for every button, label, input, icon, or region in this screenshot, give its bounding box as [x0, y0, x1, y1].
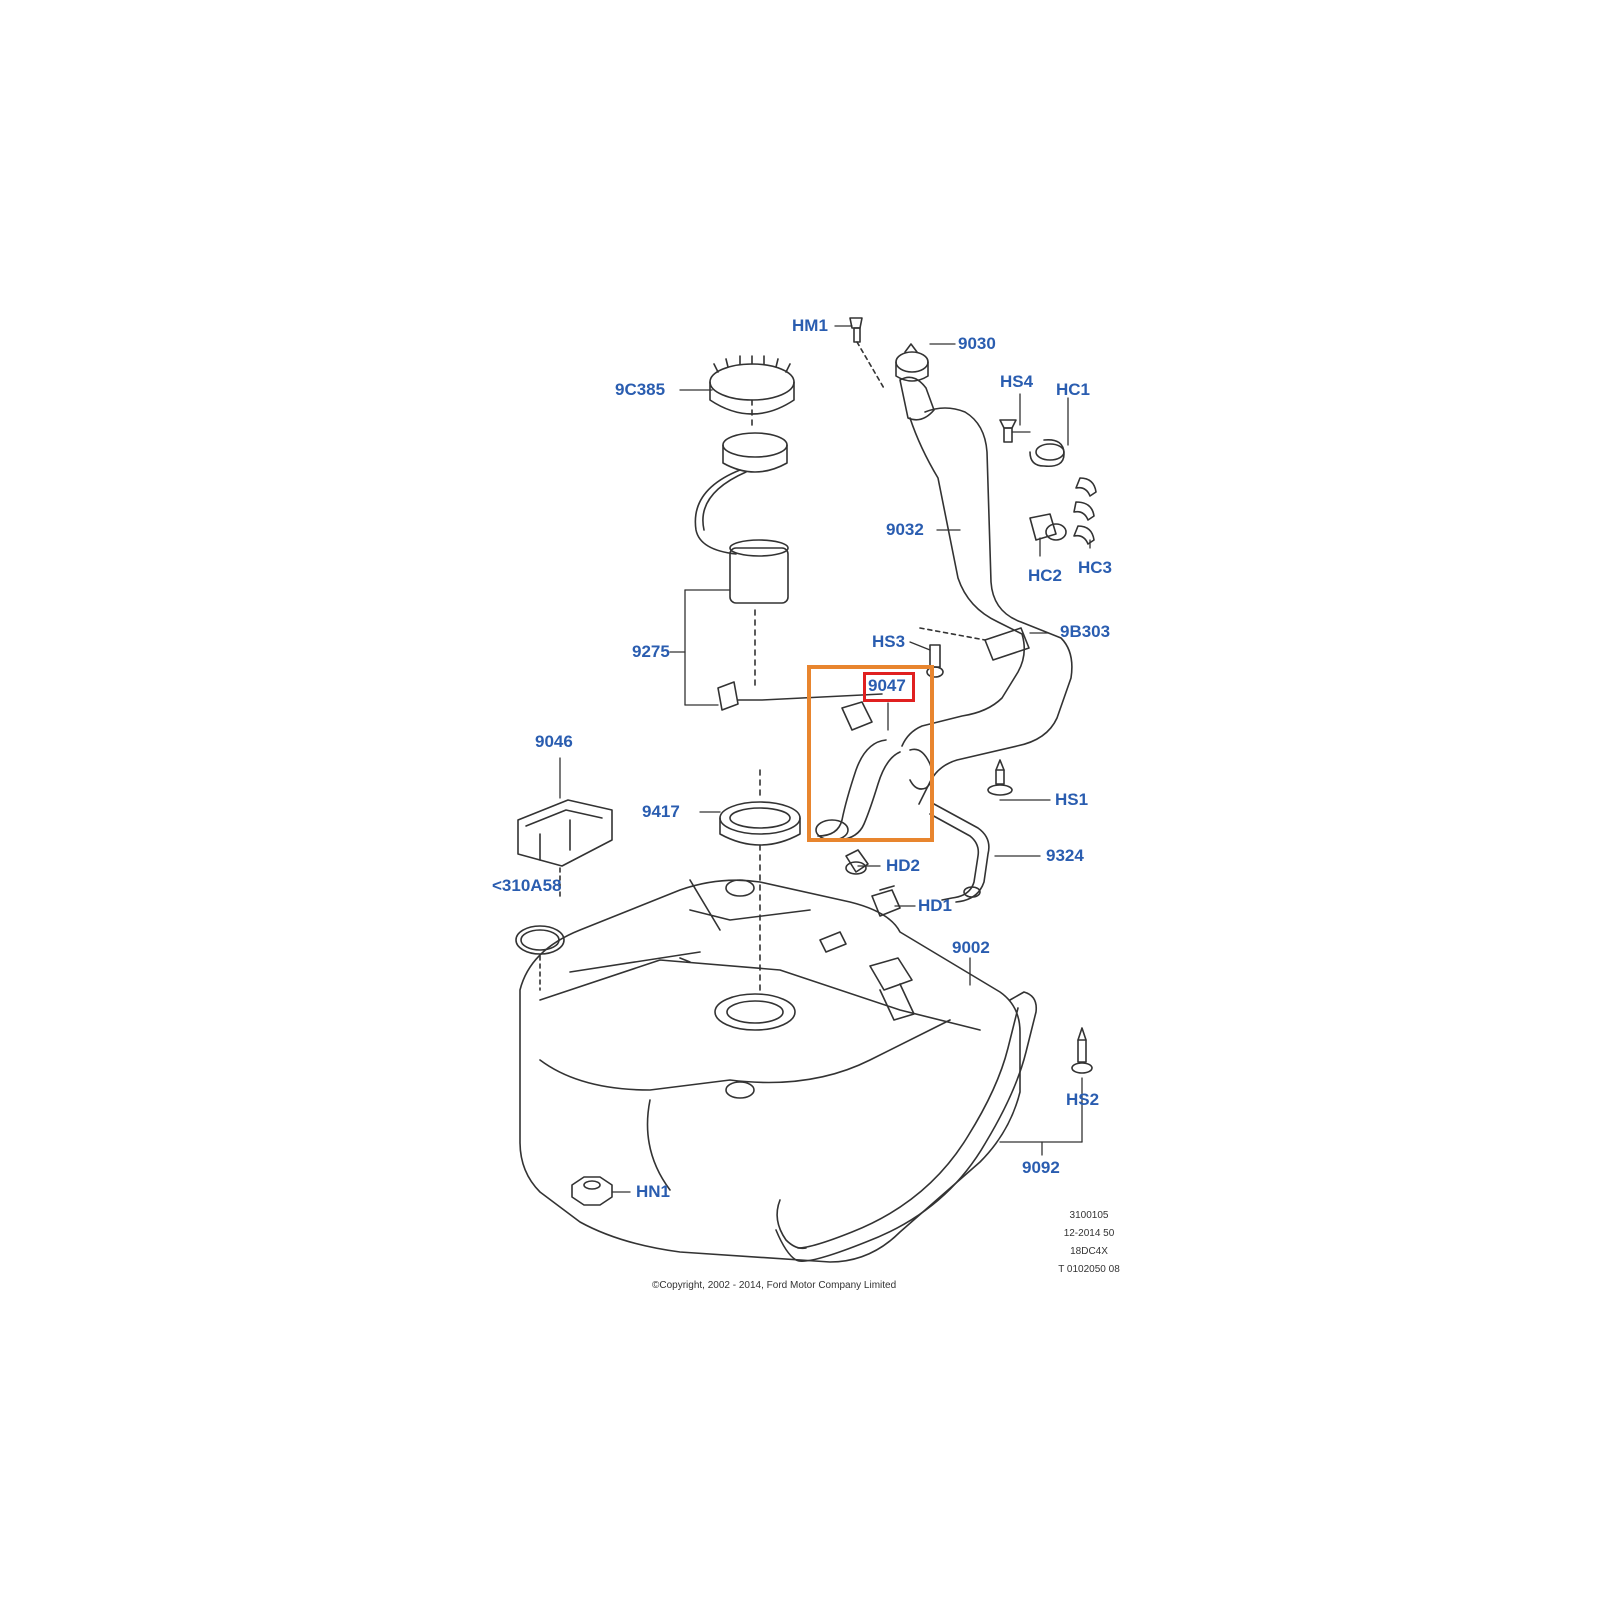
- hd2-clip-part: [845, 849, 869, 875]
- label-hm1: HM1: [792, 316, 828, 335]
- label-hn1: HN1: [636, 1182, 671, 1201]
- label-9002: 9002: [952, 938, 990, 957]
- label-9092: 9092: [1022, 1158, 1060, 1177]
- ref-line-1: 3100105: [1069, 1210, 1109, 1221]
- hs1-screw-part: [987, 759, 1013, 796]
- highlight-label-box-9047: [863, 672, 915, 702]
- label-hd2: HD2: [886, 856, 921, 875]
- ref-line-2: 12-2014 50: [1063, 1228, 1115, 1239]
- fuel-cap-part: [895, 343, 929, 382]
- highlight-box-9047: [807, 665, 934, 842]
- label-hs1: HS1: [1055, 790, 1089, 809]
- label-310a58: <310A58: [492, 876, 562, 895]
- label-hs4: HS4: [1000, 372, 1034, 391]
- ref-line-3: 18DC4X: [1070, 1246, 1108, 1257]
- tank-strap-part: [775, 991, 1038, 1262]
- copyright-text: ©Copyright, 2002 - 2014, Ford Motor Comp…: [652, 1280, 897, 1291]
- label-9275: 9275: [632, 642, 670, 661]
- label-9417: 9417: [642, 802, 680, 821]
- hs4-screw-part: [999, 419, 1017, 443]
- locking-ring-part: [709, 355, 795, 426]
- hc3-clip-part: [1073, 477, 1097, 545]
- filler-pipe-part: [899, 376, 1073, 805]
- leader-lines: [559, 325, 1091, 1193]
- label-hs2: HS2: [1066, 1090, 1100, 1109]
- label-hc3: HC3: [1078, 558, 1113, 577]
- label-9324: 9324: [1046, 846, 1084, 865]
- hd1-clip-part: [871, 885, 901, 917]
- label-hc1: HC1: [1056, 380, 1091, 399]
- label-9047: 9047: [868, 676, 906, 695]
- hc2-clip-part: [1029, 513, 1067, 541]
- hs2-bolt-part: [1071, 1027, 1093, 1074]
- label-9030: 9030: [958, 334, 996, 353]
- hc1-clip-part: [1029, 438, 1065, 468]
- label-hs3: HS3: [872, 632, 906, 651]
- label-hc2: HC2: [1028, 566, 1063, 585]
- label-9032: 9032: [886, 520, 924, 539]
- label-hd1: HD1: [918, 896, 953, 915]
- fuel-tank-part: [519, 879, 1021, 1263]
- bracket-part: [517, 799, 613, 901]
- label-9b303: 9B303: [1060, 622, 1111, 641]
- hm1-screw-part: [849, 317, 886, 391]
- vent-pipe-part: [929, 803, 990, 903]
- label-9046: 9046: [535, 732, 573, 751]
- seal-ring-part: [719, 769, 801, 996]
- ref-line-4: T 0102050 08: [1058, 1264, 1120, 1275]
- label-9c385: 9C385: [615, 380, 666, 399]
- fuel-sender-part: [694, 432, 883, 711]
- hs3-screw-part: [926, 644, 944, 678]
- hn1-nut-part: [571, 1176, 613, 1206]
